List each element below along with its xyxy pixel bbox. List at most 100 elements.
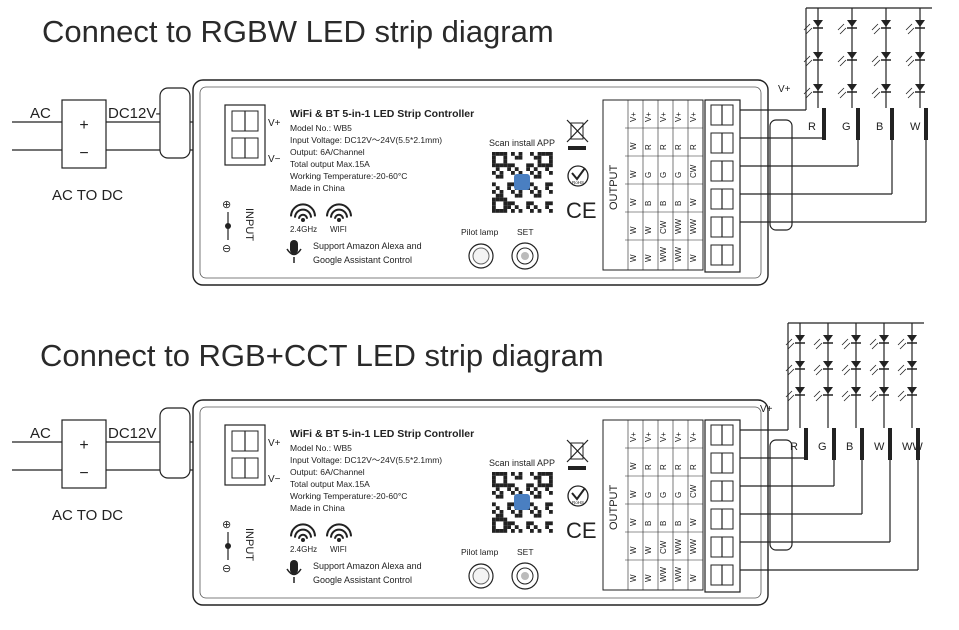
- output-cell: W: [689, 518, 698, 526]
- output-cell: WW: [689, 218, 698, 234]
- output-cell: V+: [629, 432, 638, 442]
- led-ray: [907, 27, 915, 35]
- led-ray: [787, 368, 795, 376]
- output-terminal-block: [704, 419, 741, 593]
- output-cell: V+: [629, 112, 638, 122]
- wifi-arc: [326, 523, 352, 537]
- strip-channel-label: WW: [902, 441, 923, 453]
- qr-cell: [518, 209, 523, 213]
- led-triangle: [823, 361, 833, 368]
- qr-cell: [545, 182, 549, 187]
- converter-minus: −: [79, 145, 88, 162]
- qr-cell: [492, 502, 496, 507]
- led-icon: [897, 335, 917, 350]
- led-icon: [871, 84, 891, 99]
- spec-output: Output: 6A/Channel: [290, 467, 365, 477]
- led-icon: [785, 361, 805, 376]
- led-triangle: [851, 387, 861, 394]
- led-ray: [871, 55, 879, 63]
- led-triangle: [847, 52, 857, 59]
- qr-cell: [495, 193, 500, 198]
- qr-cell: [549, 510, 553, 514]
- led-triangle: [881, 52, 891, 59]
- output-cell: G: [644, 492, 653, 498]
- qr-cell: [530, 510, 534, 514]
- output-cell: G: [659, 172, 668, 178]
- led-icon: [841, 361, 861, 376]
- led-icon: [905, 52, 925, 67]
- led-icon: [803, 52, 823, 67]
- rohs-label: RoHS: [572, 500, 584, 505]
- led-icon: [837, 52, 857, 67]
- qr-cell: [541, 163, 546, 168]
- qr-cell: [549, 502, 553, 507]
- wifi-arc: [330, 208, 348, 218]
- output-cell: W: [629, 170, 638, 178]
- output-cell: V+: [644, 432, 653, 442]
- qr-cell: [507, 506, 511, 510]
- qr-cell: [499, 190, 504, 194]
- rohs-check: [571, 487, 586, 501]
- output-cell: G: [674, 172, 683, 178]
- controller-inner-edge: [199, 406, 762, 599]
- strip-channel-label: G: [842, 121, 851, 133]
- freq-label: 2.4GHz: [290, 545, 317, 554]
- qr-cell: [492, 182, 496, 187]
- qr-cell: [530, 171, 534, 175]
- output-cell: R: [689, 144, 698, 150]
- qr-cell: [499, 163, 504, 168]
- spec-total: Total output Max.15A: [290, 159, 370, 169]
- qr-cell: [492, 479, 496, 484]
- qr-cell: [499, 517, 504, 522]
- qr-cell: [518, 152, 523, 156]
- qr-cell: [537, 513, 542, 518]
- led-icon: [785, 387, 805, 402]
- right-mount-tab: [769, 439, 793, 551]
- spec-model: Model No.: WB5: [290, 443, 352, 453]
- wifi-dot: [337, 538, 341, 542]
- led-ray: [815, 394, 823, 402]
- input-minus-symbol: ⊖: [222, 563, 231, 575]
- wifi-arc: [290, 523, 316, 537]
- qr-cell: [507, 525, 511, 529]
- qr-app-logo: [514, 494, 530, 510]
- qr-cell: [495, 494, 500, 499]
- qr-cell: [537, 491, 542, 495]
- led-ray: [869, 364, 877, 372]
- output-table: [602, 99, 704, 271]
- pilot-label: Pilot lamp: [461, 547, 499, 557]
- output-cell: W: [629, 198, 638, 206]
- qr-cell: [503, 152, 508, 156]
- wifi-icon: [326, 203, 352, 222]
- wifi-icon: [326, 523, 352, 542]
- qr-cell: [499, 174, 504, 179]
- qr-cell: [537, 159, 542, 164]
- qr-cell: [492, 525, 496, 529]
- qr-cell: [549, 529, 553, 533]
- qr-cell: [499, 483, 504, 488]
- wifi-arc: [294, 208, 312, 218]
- qr-cell: [507, 502, 511, 507]
- output-cell: W: [629, 462, 638, 470]
- output-table: [602, 419, 704, 591]
- qr-cell: [549, 190, 553, 194]
- qr-cell: [545, 152, 549, 156]
- voice-line-1: Support Amazon Alexa and: [313, 561, 422, 571]
- led-ray: [787, 394, 795, 402]
- vplus-label: V+: [268, 438, 281, 449]
- led-ray: [871, 342, 879, 350]
- qr-cell: [537, 171, 542, 175]
- led-ray: [897, 390, 905, 398]
- led-triangle: [795, 361, 805, 368]
- ac-label: AC: [30, 105, 51, 122]
- spec-made: Made in China: [290, 503, 345, 513]
- led-icon: [869, 387, 889, 402]
- left-mount-tab: [159, 407, 191, 479]
- qr-cell: [530, 502, 534, 507]
- qr-cell: [492, 155, 496, 160]
- bin-cross: [566, 439, 589, 463]
- qr-cell: [495, 152, 500, 156]
- output-cell: B: [644, 521, 653, 526]
- strip-channel-label: W: [874, 441, 885, 453]
